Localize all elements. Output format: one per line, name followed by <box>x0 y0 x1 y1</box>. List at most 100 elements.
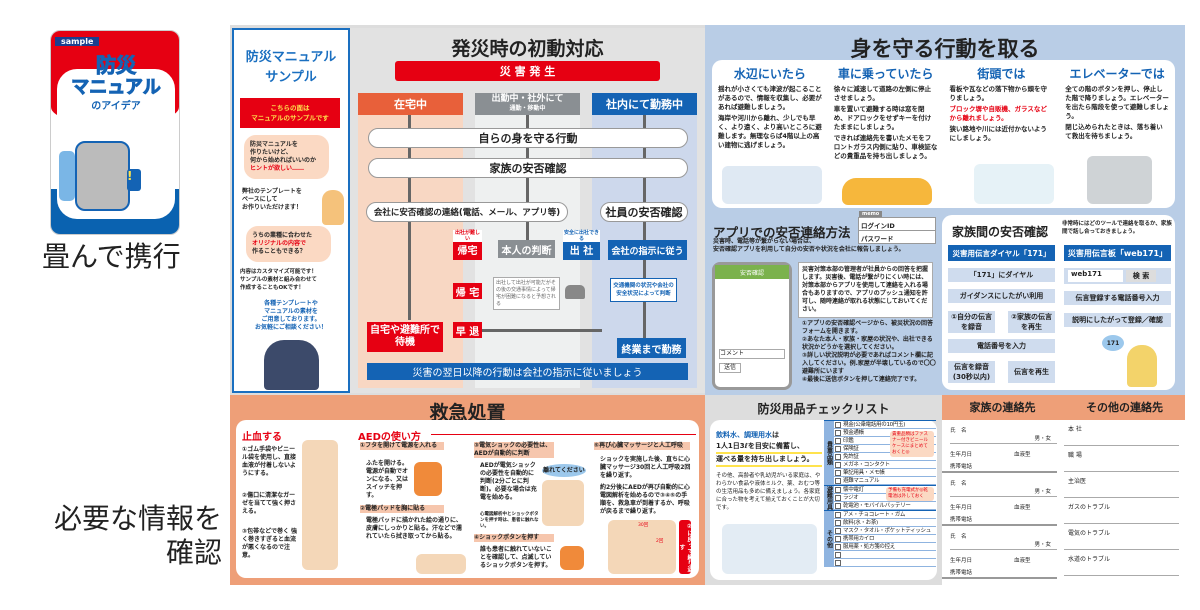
checklist-item: マスク・タオル・ポケットティッシュ <box>834 527 936 535</box>
checkbox[interactable] <box>835 535 841 542</box>
column-out-header: 出勤中・社外にて通勤・移動中 <box>475 93 580 115</box>
checklist-items: 現金(公衆電話用の10円玉)預金通帳印鑑保険証免許証メガネ・コンタクト筆記用具・… <box>834 421 936 485</box>
checkbox[interactable] <box>835 543 841 550</box>
repeat-tag: ②に戻って繰り返す <box>678 520 693 574</box>
checkbox[interactable] <box>835 551 841 558</box>
checklist-item: 飲料(水・お茶) <box>834 519 936 527</box>
other-contact-label: 本 社 <box>1068 426 1082 433</box>
sample-banner: こちらの面はマニュアルのサンプルです <box>240 98 340 128</box>
step-judge: 本人の判断 <box>498 240 555 258</box>
checkbox[interactable] <box>835 461 841 468</box>
t: お気軽にご相談ください！ <box>255 324 327 331</box>
step-work-until-end: 終業まで勤務 <box>617 338 686 358</box>
checkbox[interactable] <box>835 421 841 428</box>
aed-step-heading: ③電気ショックの必要性は、AEDが自動的に判断 <box>474 442 554 458</box>
step-follow-instructions: 会社の指示に従う <box>608 240 687 260</box>
gender-label: 男・女 <box>1034 489 1051 495</box>
mobile-label: 携帯電話 <box>950 517 973 523</box>
t: 揺れが小さくても津波が起こることがあるので、情報を収集し、必要があれば避難しまし… <box>718 85 822 111</box>
web171-search-button[interactable]: 検 索 <box>1126 270 1156 282</box>
gender-label: 男・女 <box>1034 542 1051 548</box>
family-note: 非常時にはどのツールで連絡を取るか、家族間で話し合っておきましょう。 <box>1062 221 1172 235</box>
checklist-item: メガネ・コンタクト <box>834 461 936 469</box>
checkbox[interactable] <box>835 511 841 518</box>
checklist-group-label: その他 <box>824 511 834 567</box>
checklist-item-label: マスク・タオル・ポケットティッシュ <box>843 527 931 534</box>
checklist-item-label: 服用薬・処方箋の控え <box>843 543 896 550</box>
elder-illustration <box>1127 345 1157 387</box>
checkbox[interactable] <box>835 519 841 526</box>
aed-step-text: 電極パッドに描かれた絵の通りに、皮膚にしっかりと貼る。汗などで濡れていたら拭き取… <box>366 517 462 540</box>
t: ヒントが欲しい…… <box>250 165 305 172</box>
phone-illustration: 安否確認コメント送信 <box>712 262 792 390</box>
checkbox[interactable] <box>835 477 841 484</box>
checkbox[interactable] <box>835 559 841 566</box>
checkbox[interactable] <box>835 453 841 460</box>
checkbox[interactable] <box>835 469 841 476</box>
cover-card: ! sample 防災 マニュアル のアイデア <box>50 30 180 235</box>
family-title: 家族間の安否確認 <box>952 225 1049 239</box>
birth-label: 生年月日 <box>950 558 973 564</box>
elevator-illustration <box>1087 156 1152 204</box>
go-home-hard: 出社が難しい帰宅 <box>453 230 482 260</box>
bleeding-illustration <box>302 440 338 570</box>
other-contact-row: 水道のトラブル <box>1064 550 1179 576</box>
other-contact-row: 職 場 <box>1064 446 1179 472</box>
t: は <box>772 431 779 439</box>
manual-booklet-icon: ! <box>127 169 141 191</box>
web171-input[interactable]: web171 <box>1068 270 1123 282</box>
t: ①アプリの安否確認ページから、被災状況の回答フォームを開きます。 <box>802 320 933 335</box>
t: 運べる量を持ち出しましょう。 <box>716 454 822 467</box>
checkbox[interactable] <box>835 527 841 534</box>
checklist-item: 保険証 <box>834 445 936 453</box>
go-to-work: 安全に出社できる出 社 <box>563 230 600 260</box>
bleed-heading: 止血する <box>242 432 282 443</box>
cover-illustration: ! <box>57 69 175 219</box>
checklist-item-label: 携帯用カイロ <box>843 535 875 542</box>
t: 何から始めればいいのか <box>250 157 317 164</box>
web-step: 伝言登録する電話番号入力 <box>1064 291 1171 305</box>
t: 防災マニュアルを <box>250 141 298 148</box>
checklist-group: その他アメ・チョコレート・ガム飲料(水・お茶)マスク・タオル・ポケットティッシュ… <box>824 510 936 567</box>
t: 作成することもOKです！ <box>240 285 304 291</box>
t: 安全に出社できる <box>563 230 600 242</box>
t: 飲料水、調理用水 <box>716 431 772 439</box>
checklist-item-label: ラジオ <box>843 494 859 501</box>
flow-transport-note: 交通機関の状況や会社の安全状況によって判断 <box>610 278 677 302</box>
checkbox[interactable] <box>835 437 841 444</box>
t: 看板や瓦などの落下物から頭を守りましょう。 <box>949 85 1048 102</box>
t: 弊社のテンプレートを <box>242 188 302 195</box>
t: マニュアルの素材を <box>264 308 318 315</box>
checkbox[interactable] <box>835 445 841 452</box>
checklist-item-label: 飲料(水・お茶) <box>843 519 878 526</box>
checkbox[interactable] <box>835 486 841 493</box>
dial-record-end: 伝言を録音(30秒以内) <box>948 361 995 383</box>
column-in-header: 社内にて勤務中 <box>592 93 697 115</box>
dial-171-header: 災害用伝言ダイヤル「171」 <box>948 245 1055 261</box>
gender-label: 男・女 <box>1034 436 1051 442</box>
blood-label: 血液型 <box>1014 505 1031 511</box>
go-home: 帰 宅 <box>453 283 482 299</box>
checklist-group-label: 避難用具 <box>824 486 834 510</box>
step-employee-check: 社員の安否確認 <box>600 202 688 222</box>
checklist-table: 貴重品類現金(公衆電話用の10円玉)預金通帳印鑑保険証免許証メガネ・コンタクト筆… <box>824 420 936 567</box>
banner-line: マニュアルのサンプルです <box>251 114 329 122</box>
app-title: アプリでの安否連絡方法 <box>713 225 851 240</box>
aed-step-text: ふたを開ける。電源が自動でオンになる、又はスイッチを押す。 <box>366 460 409 499</box>
t: 狭い路地や川には近付かないようにしましょう。 <box>949 125 1047 142</box>
aed-bubble: 離れてください <box>542 464 586 477</box>
speech-bubble: 防災マニュアルを作りたいけど、何から始めればいいのかヒントが欲しい…… <box>244 135 329 179</box>
flow-line <box>643 115 646 338</box>
app-lead: 災害時、電話等が繋がらない場合は、安否確認アプリを利用して自分の安否や状況を会社… <box>713 238 904 254</box>
aed-step-text: 心電図解析中とショックボタンを押す時は、患者に触れない。 <box>480 512 539 529</box>
flow-footer: 災害の翌日以降の行動は会社の指示に従いましょう <box>367 363 688 380</box>
first-aid-box: 止血する ①ゴム手袋やビニール袋を使用し、直接血液が付着しないようにする。 ②傷… <box>236 420 699 578</box>
checkbox[interactable] <box>835 494 841 501</box>
count-30: 30回 <box>638 523 649 528</box>
checklist-item-label: 筆記用具・メモ帳 <box>843 469 885 476</box>
checkbox[interactable] <box>835 502 841 509</box>
contacts-header <box>942 395 1185 420</box>
t: 安否確認アプリを利用して自分の安否や状況を会社に報告しましょう。 <box>713 246 905 253</box>
checklist-item: 服用薬・処方箋の控え <box>834 543 936 551</box>
checkbox[interactable] <box>835 429 841 436</box>
